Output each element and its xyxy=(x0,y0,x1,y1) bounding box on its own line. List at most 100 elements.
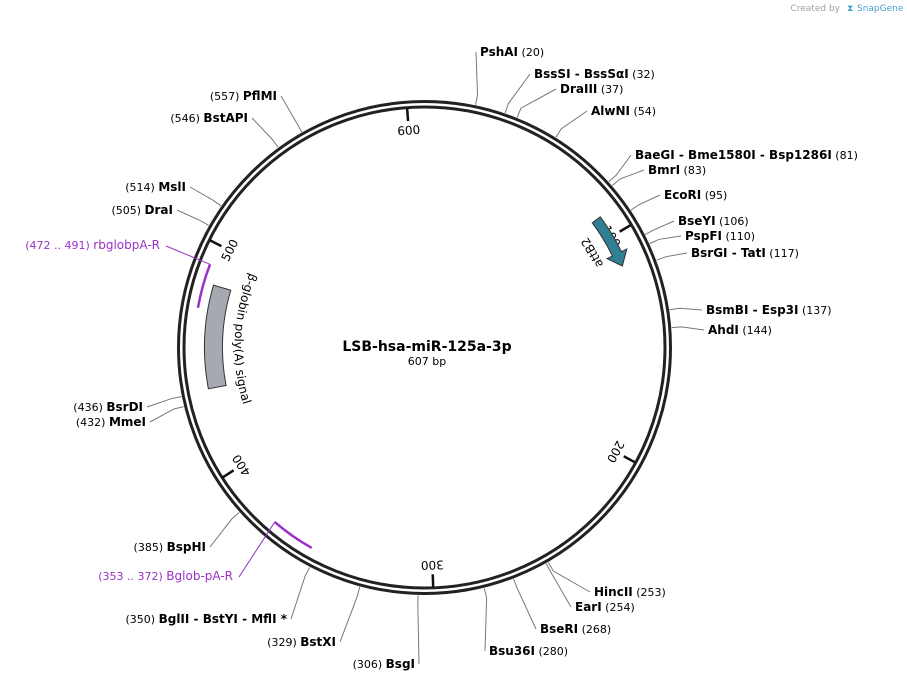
site-position: (83) xyxy=(680,164,706,177)
site-position: (20) xyxy=(518,46,544,59)
primer-bglob-pa-r[interactable]: (353 .. 372) Bglob-pA-R xyxy=(98,521,313,583)
site-drai[interactable]: (505) DraI xyxy=(111,203,209,226)
primer-label-bglob-pa-r: (353 .. 372) Bglob-pA-R xyxy=(98,569,233,583)
site-bsmbi-esp3i[interactable]: BsmBI - Esp3I (137) xyxy=(669,303,832,317)
primer-rbglobpa-r[interactable]: (472 .. 491) rbglobpA-R xyxy=(25,238,212,309)
site-position: (95) xyxy=(701,189,727,202)
site-position: (54) xyxy=(630,105,656,118)
enzyme-name: Bsu36I xyxy=(489,644,535,658)
site-bsu36i[interactable]: Bsu36I (280) xyxy=(483,588,568,658)
site-draiii[interactable]: DraIII (37) xyxy=(516,82,623,118)
site-leader xyxy=(545,563,572,608)
enzyme-name: BaeGI xyxy=(635,148,675,162)
primer-arc-bglob-pa-r xyxy=(273,521,313,550)
site-bseri[interactable]: BseRI (268) xyxy=(513,578,612,636)
site-ecori[interactable]: EcoRI (95) xyxy=(630,188,727,211)
enzyme-name: MmeI xyxy=(109,415,146,429)
feature-arc-globin-poly-a-signal xyxy=(204,284,232,390)
enzyme-name: BmrI xyxy=(648,163,680,177)
site-hincii[interactable]: HincII (253) xyxy=(547,562,666,599)
site-position: (329) xyxy=(267,636,300,649)
site-leader xyxy=(417,595,420,665)
site-label: (546) BstAPI xyxy=(170,111,248,125)
site-label: PspFI (110) xyxy=(685,229,755,243)
enzyme-name: BseYI xyxy=(678,214,716,228)
site-separator: - xyxy=(675,148,688,162)
feature-globin-poly-a-signal[interactable]: β-globin poly(A) signal xyxy=(204,257,261,420)
enzyme-name: BsrDI xyxy=(106,400,143,414)
credit-brand: SnapGene xyxy=(857,4,904,14)
snapgene-credit: Created by ⧗ SnapGene xyxy=(790,4,903,14)
plasmid-backbone xyxy=(177,100,672,595)
site-separator: - xyxy=(756,148,769,162)
feature-annotations: attB2 β-globin poly(A) signal xyxy=(204,200,628,420)
site-position: (505) xyxy=(111,204,144,217)
restriction-sites: PshAI (20)BssSI - BssSαI (32)DraIII (37)… xyxy=(73,45,858,671)
site-bsphi[interactable]: (385) BspHI xyxy=(134,511,240,554)
site-leader xyxy=(608,154,632,183)
enzyme-name: BsrGI xyxy=(691,246,728,260)
site-bsrdi[interactable]: (436) BsrDI xyxy=(73,396,182,414)
site-separator: - xyxy=(728,246,741,260)
site-bsssi-bsss-i[interactable]: BssSI - BssSαI (32) xyxy=(504,67,655,114)
site-position: (350) xyxy=(126,613,159,626)
site-bstapi[interactable]: (546) BstAPI xyxy=(170,111,279,148)
site-label: (505) DraI xyxy=(111,203,173,217)
primer-range: (353 .. 372) xyxy=(98,570,166,583)
enzyme-name: BstXI xyxy=(300,635,336,649)
enzyme-name: DraI xyxy=(145,203,173,217)
backbone-inner-strand xyxy=(182,105,667,590)
site-baegi-bme1580i-bsp1286i[interactable]: BaeGI - Bme1580I - Bsp1286I (81) xyxy=(608,148,858,183)
site-leader xyxy=(644,220,675,235)
tick-mark-400 xyxy=(222,469,235,479)
credit-prefix: Created by xyxy=(790,4,840,14)
site-msli[interactable]: (514) MslI xyxy=(125,180,222,207)
site-ahdi[interactable]: AhdI (144) xyxy=(671,323,772,337)
site-leader xyxy=(176,209,209,226)
site-bstxi[interactable]: (329) BstXI xyxy=(267,586,361,649)
site-bsrgi-tati[interactable]: BsrGI - TatI (117) xyxy=(656,246,799,261)
site-label: (385) BspHI xyxy=(134,540,206,554)
enzyme-name: BstAPI xyxy=(203,111,248,125)
site-leader xyxy=(290,567,311,620)
site-pshai[interactable]: PshAI (20) xyxy=(474,45,544,105)
site-position: (268) xyxy=(578,623,611,636)
site-bseyi[interactable]: BseYI (106) xyxy=(644,214,749,235)
tick-mark-600 xyxy=(405,108,410,122)
site-pspfi[interactable]: PspFI (110) xyxy=(649,229,755,245)
site-alwni[interactable]: AlwNI (54) xyxy=(555,104,656,138)
site-bglii-bstyi-mfli[interactable]: (350) BglII - BstYI - MflI * xyxy=(126,567,311,626)
enzyme-name: BglII xyxy=(159,612,190,626)
enzyme-name: BsgI xyxy=(386,657,415,671)
enzyme-name: MflI * xyxy=(251,612,287,626)
site-leader xyxy=(483,588,488,652)
enzyme-name: EcoRI xyxy=(664,188,701,202)
enzyme-name: PshAI xyxy=(480,45,518,59)
site-bmri[interactable]: BmrI (83) xyxy=(611,163,706,186)
enzyme-name: AhdI xyxy=(708,323,739,337)
site-leader xyxy=(656,252,688,261)
site-position: (254) xyxy=(602,601,635,614)
site-pflmi[interactable]: (557) PflMI xyxy=(210,89,303,133)
backbone-outer-strand xyxy=(177,100,672,595)
site-leader xyxy=(251,117,279,148)
site-label: (350) BglII - BstYI - MflI * xyxy=(126,612,288,626)
site-label: DraIII (37) xyxy=(560,82,623,96)
tick-label-200: 200 xyxy=(604,438,627,465)
site-position: (385) xyxy=(134,541,167,554)
site-label: EarI (254) xyxy=(575,600,635,614)
snapgene-logo-icon: ⧗ xyxy=(847,4,853,14)
enzyme-name: BspHI xyxy=(167,540,206,554)
enzyme-name: Bme1580I xyxy=(688,148,756,162)
site-eari[interactable]: EarI (254) xyxy=(545,563,635,614)
site-separator: - xyxy=(748,303,761,317)
site-mmei[interactable]: (432) MmeI xyxy=(76,406,184,429)
feature-attb2[interactable]: attB2 xyxy=(555,200,628,312)
primer-annotations: (472 .. 491) rbglobpA-R (353 .. 372) Bglo… xyxy=(25,238,313,583)
site-label: BseRI (268) xyxy=(540,622,611,636)
site-label: HincII (253) xyxy=(594,585,666,599)
site-bsgi[interactable]: (306) BsgI xyxy=(353,595,420,671)
site-position: (117) xyxy=(766,247,799,260)
